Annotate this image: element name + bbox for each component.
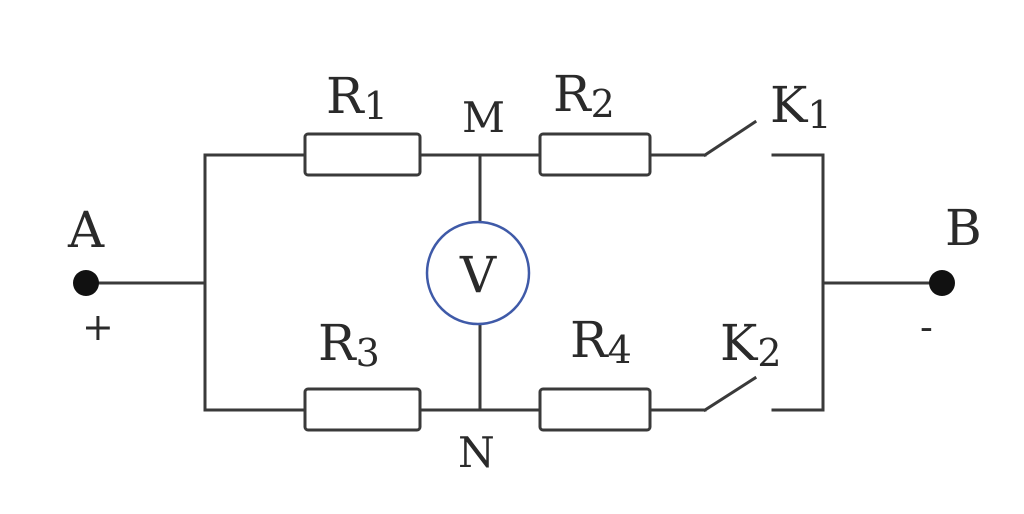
switch-k1-letter: K [770, 76, 809, 134]
resistor-r2-index: 2 [591, 82, 615, 126]
voltmeter-label: V [459, 246, 497, 304]
resistor-r2-letter: R [553, 65, 592, 123]
resistor-r3 [303, 387, 422, 432]
switch-k2-index: 2 [757, 331, 781, 375]
terminal-a-dot [73, 270, 99, 296]
terminal-a-label: A [67, 201, 105, 259]
switch-k2-blade [702, 375, 758, 413]
resistor-r1-index: 1 [364, 84, 388, 128]
voltmeter-symbol [425, 220, 531, 326]
resistor-r4 [538, 387, 652, 432]
switch-k1-index: 1 [807, 93, 831, 137]
resistor-r2-label: R2 [553, 65, 615, 126]
resistor-r4-label: R4 [570, 311, 632, 372]
resistor-r4-index: 4 [608, 328, 632, 372]
node-n-label: N [458, 428, 495, 477]
switch-k2-label: K2 [720, 314, 782, 375]
resistor-r1-label: R1 [326, 67, 388, 128]
terminal-b-label: B [945, 199, 982, 257]
resistor-r3-letter: R [318, 314, 357, 372]
resistor-r4-letter: R [570, 311, 609, 369]
resistor-r2 [538, 132, 652, 177]
resistor-r1 [303, 132, 422, 177]
switch-k2-letter: K [720, 314, 759, 372]
switch-k1-blade [702, 119, 758, 158]
resistor-r3-label: R3 [318, 314, 380, 375]
switch-k1-label: K1 [770, 76, 832, 137]
node-m-label: M [462, 93, 505, 142]
terminal-a-polarity: + [82, 305, 114, 349]
resistor-r3-index: 3 [356, 331, 380, 375]
terminal-b-dot [929, 270, 955, 296]
terminal-b-polarity: - [920, 305, 933, 349]
resistor-r1-letter: R [326, 67, 365, 125]
